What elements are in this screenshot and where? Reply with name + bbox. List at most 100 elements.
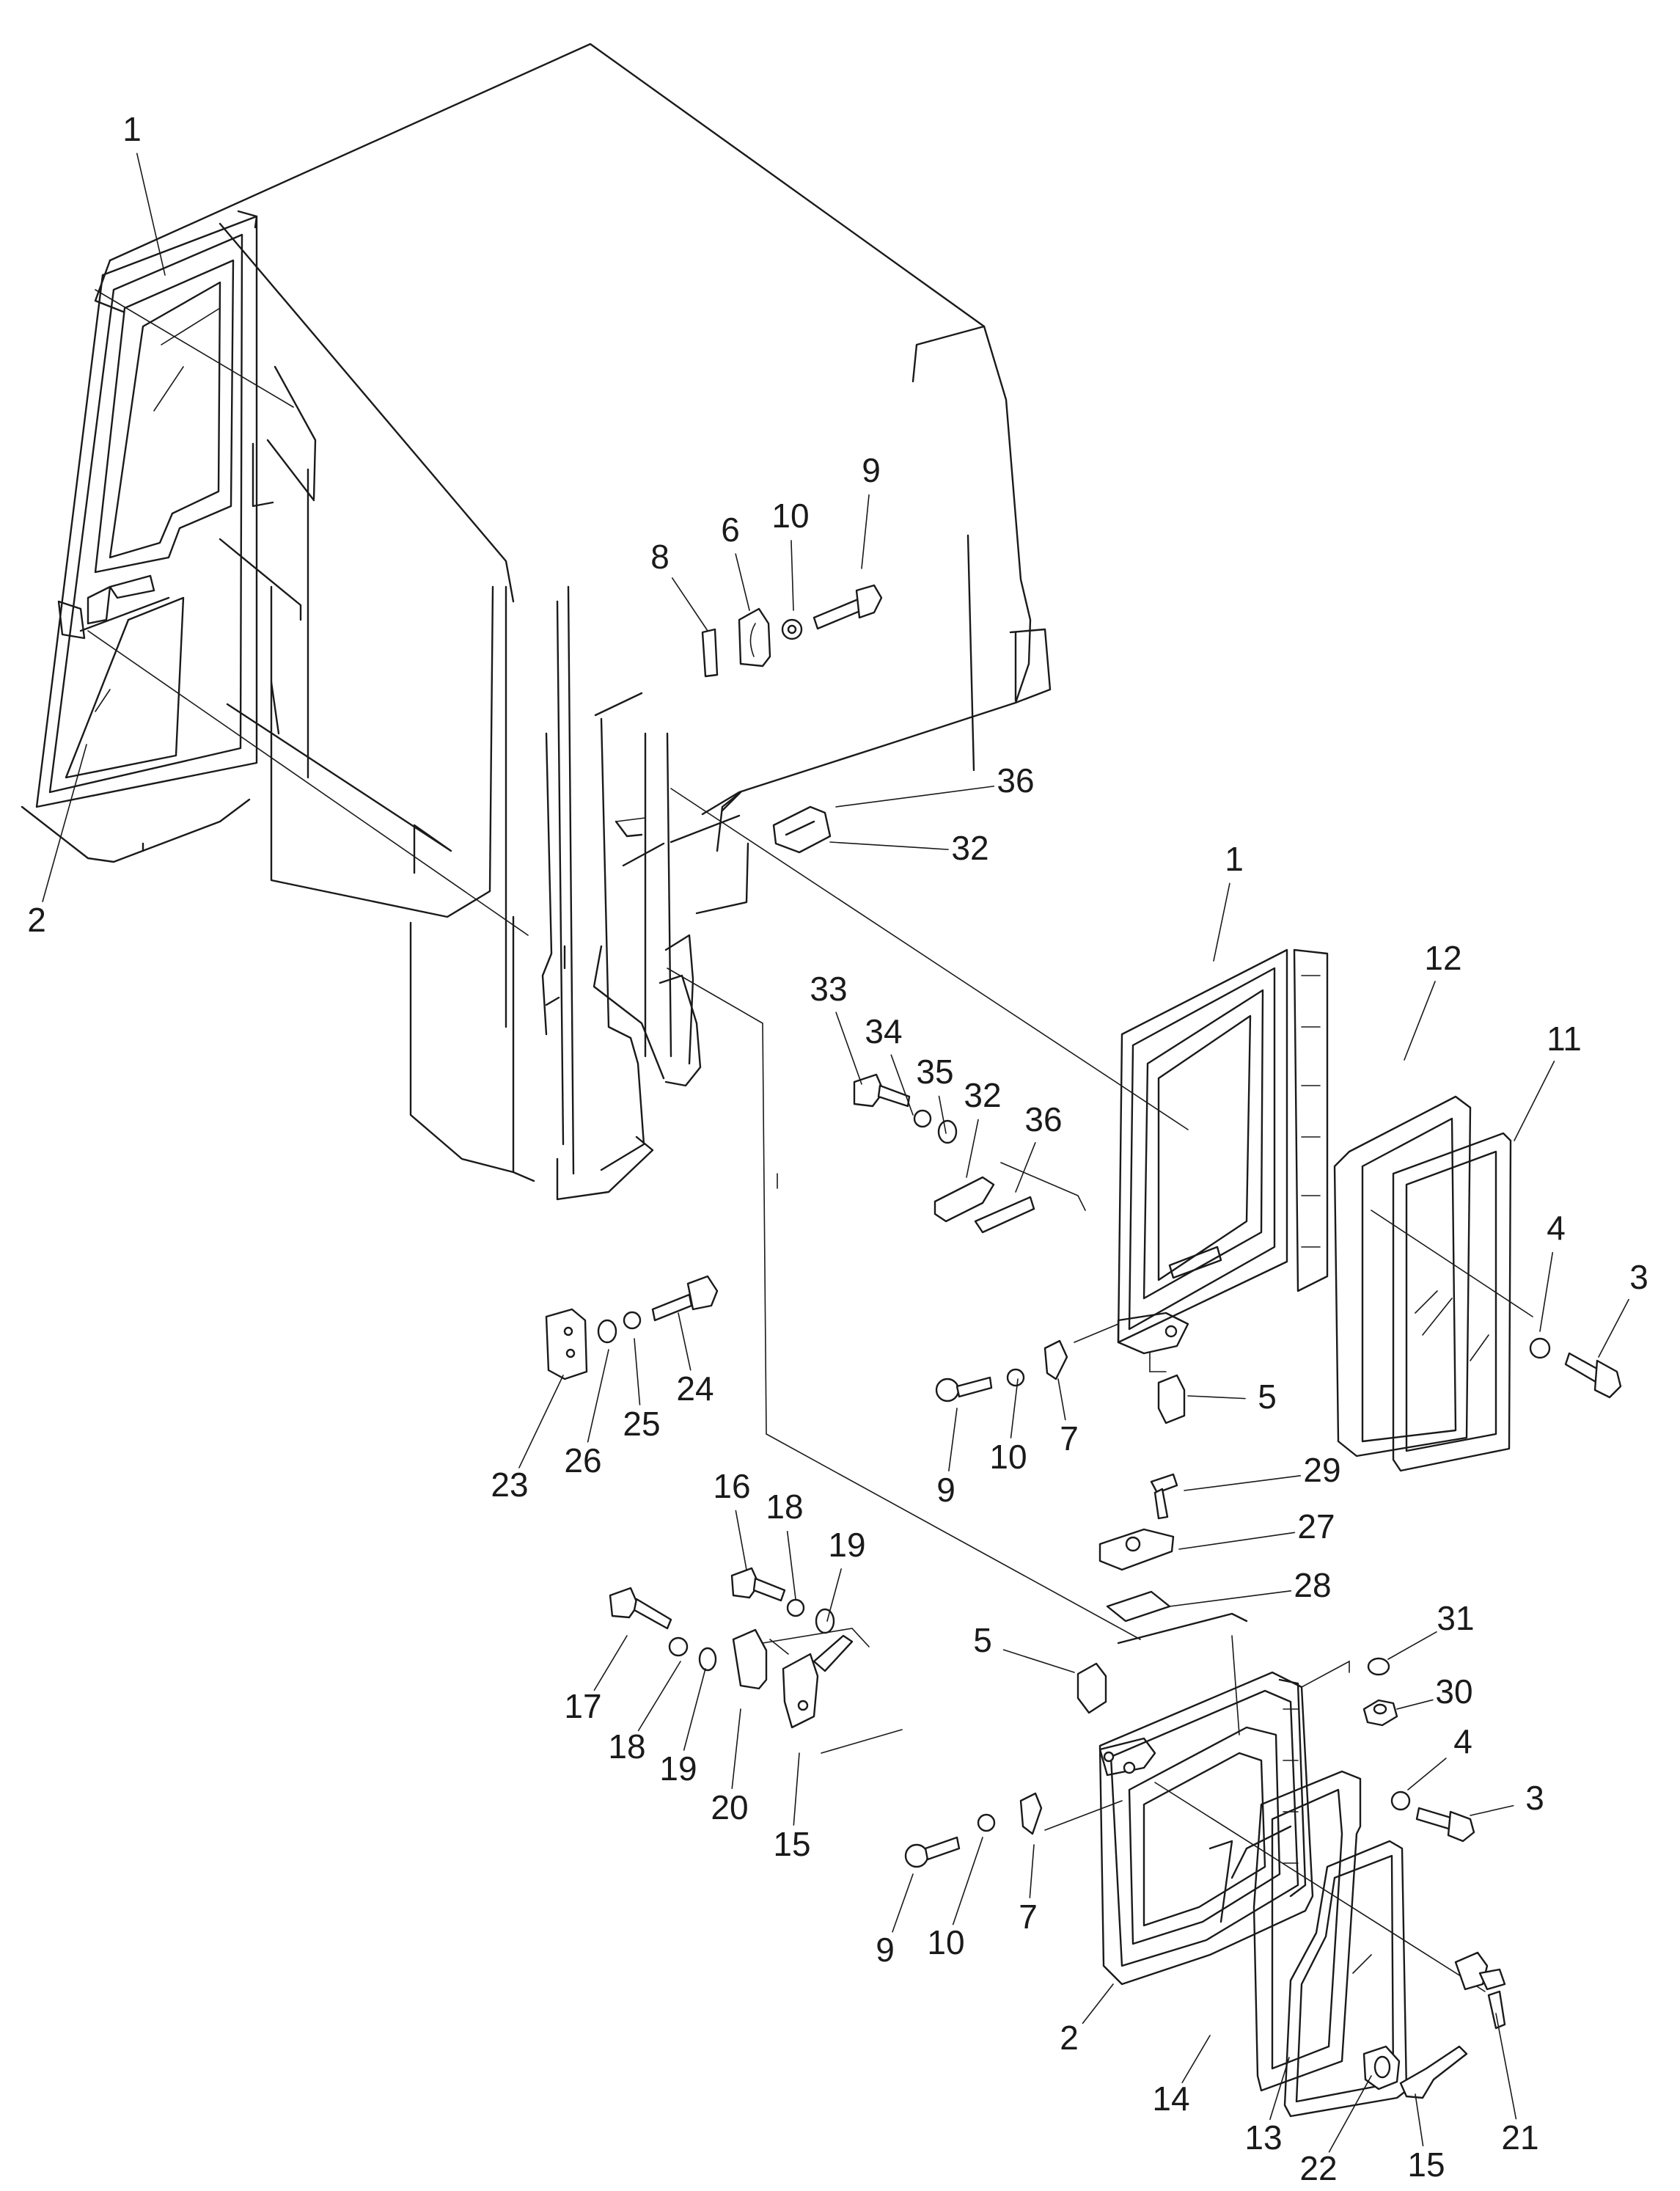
leader-line — [948, 1408, 958, 1472]
callout-c8: 8 — [650, 538, 708, 632]
leader-line — [42, 744, 87, 902]
leader-line — [731, 1708, 741, 1789]
part-number-label: 19 — [828, 1526, 865, 1564]
callout-c10c: 10 — [927, 1837, 983, 1961]
callout-c7a: 7 — [1057, 1378, 1079, 1457]
glass-and-seal-upper — [1333, 1095, 1512, 1472]
callout-c36b: 36 — [1015, 1100, 1063, 1193]
leader-line — [892, 1873, 914, 1933]
part-number-label: 11 — [1547, 1020, 1582, 1058]
callout-c9a: 9 — [861, 451, 881, 569]
callout-c10a: 10 — [771, 497, 810, 611]
callout-c21: 21 — [1495, 2013, 1539, 2157]
leader-line — [1415, 2093, 1424, 2147]
leader-line — [637, 1661, 681, 1732]
part-number-label: 1 — [122, 110, 142, 148]
part-number-label: 4 — [1547, 1209, 1566, 1247]
callout-c4a: 4 — [1539, 1209, 1566, 1332]
leader-line — [518, 1375, 564, 1468]
leader-line — [1539, 1251, 1554, 1332]
leader-line — [1470, 1804, 1514, 1816]
part-number-label: 6 — [721, 511, 740, 549]
leader-line — [671, 577, 708, 632]
callout-c19a: 19 — [826, 1526, 866, 1622]
callout-c33: 33 — [810, 970, 862, 1085]
leader-line — [683, 1668, 706, 1751]
callout-c9b: 9 — [936, 1408, 958, 1509]
callout-c22: 22 — [1299, 2075, 1372, 2187]
leader-line — [1178, 1532, 1296, 1550]
leader-line — [938, 1095, 947, 1134]
part-number-label: 4 — [1453, 1722, 1472, 1760]
callout-c18b: 18 — [608, 1661, 681, 1766]
installed-door — [35, 210, 258, 808]
door-frame-lower — [1098, 1612, 1314, 1986]
leader-line — [1598, 1298, 1629, 1358]
callout-c32a: 32 — [829, 829, 989, 867]
leader-line — [1187, 1395, 1246, 1400]
part-number-label: 9 — [862, 451, 881, 489]
leader-line — [735, 553, 750, 611]
part-number-label: 9 — [936, 1471, 955, 1509]
callout-c31: 31 — [1387, 1599, 1475, 1660]
leader-line — [1181, 2035, 1211, 2083]
callout-c23: 23 — [491, 1375, 564, 1504]
part-number-label: 9 — [876, 1931, 895, 1969]
callout-c15a: 15 — [773, 1752, 811, 1863]
part-number-label: 16 — [713, 1467, 750, 1505]
part-number-label: 8 — [650, 538, 670, 576]
leader-line — [1404, 981, 1436, 1061]
part-number-label: 26 — [564, 1441, 601, 1479]
leader-line — [791, 540, 794, 611]
leader-line — [1328, 2075, 1372, 2153]
leader-line — [1514, 1060, 1555, 1141]
callout-c34: 34 — [865, 1012, 914, 1116]
part-number-label: 17 — [564, 1687, 601, 1725]
part-number-label: 22 — [1299, 2149, 1337, 2187]
part-number-label: 35 — [916, 1053, 953, 1091]
leader-line — [1015, 1142, 1036, 1193]
callout-c2a: 2 — [27, 744, 87, 939]
part-number-label: 7 — [1060, 1419, 1079, 1457]
part-number-label: 3 — [1525, 1779, 1544, 1817]
part-number-label: 36 — [997, 761, 1034, 800]
callout-c1b: 1 — [1213, 840, 1244, 962]
part-number-label: 2 — [1060, 2019, 1079, 2057]
callout-c35: 35 — [916, 1053, 954, 1134]
callout-c5a: 5 — [1187, 1378, 1277, 1416]
part-number-label: 21 — [1501, 2118, 1538, 2157]
callout-c16: 16 — [713, 1467, 751, 1570]
callout-c12: 12 — [1404, 939, 1462, 1061]
callout-c11: 11 — [1514, 1020, 1582, 1141]
leader-line — [634, 1338, 641, 1405]
callout-c29: 29 — [1184, 1451, 1341, 1491]
part-number-label: 14 — [1152, 2080, 1189, 2118]
leader-line — [1407, 1757, 1447, 1791]
glass-and-seal-lower — [1208, 1770, 1408, 2118]
part-number-label: 30 — [1435, 1672, 1472, 1711]
leader-line — [1010, 1378, 1019, 1439]
leader-line — [735, 1510, 747, 1570]
part-number-label: 13 — [1244, 2118, 1282, 2157]
leader-line — [1396, 1699, 1434, 1710]
callout-c13: 13 — [1244, 2057, 1290, 2157]
callout-c1a: 1 — [122, 110, 166, 276]
part-number-label: 36 — [1024, 1100, 1062, 1138]
callout-c25: 25 — [623, 1338, 661, 1443]
part-number-label: 32 — [951, 829, 988, 867]
callout-c19b: 19 — [659, 1668, 706, 1788]
leader-line — [1082, 1983, 1114, 2024]
leader-line — [952, 1837, 983, 1925]
leader-line — [835, 786, 995, 808]
callout-c18a: 18 — [766, 1488, 804, 1600]
part-number-label: 2 — [27, 901, 46, 939]
cab-body — [21, 43, 1052, 1201]
part-number-label: 5 — [973, 1621, 992, 1659]
leader-line — [861, 494, 870, 569]
callout-c9c: 9 — [876, 1873, 914, 1969]
part-number-label: 32 — [964, 1076, 1001, 1114]
leader-line — [587, 1349, 609, 1443]
callout-c28: 28 — [1169, 1566, 1332, 1607]
callout-c10b: 10 — [989, 1378, 1027, 1476]
